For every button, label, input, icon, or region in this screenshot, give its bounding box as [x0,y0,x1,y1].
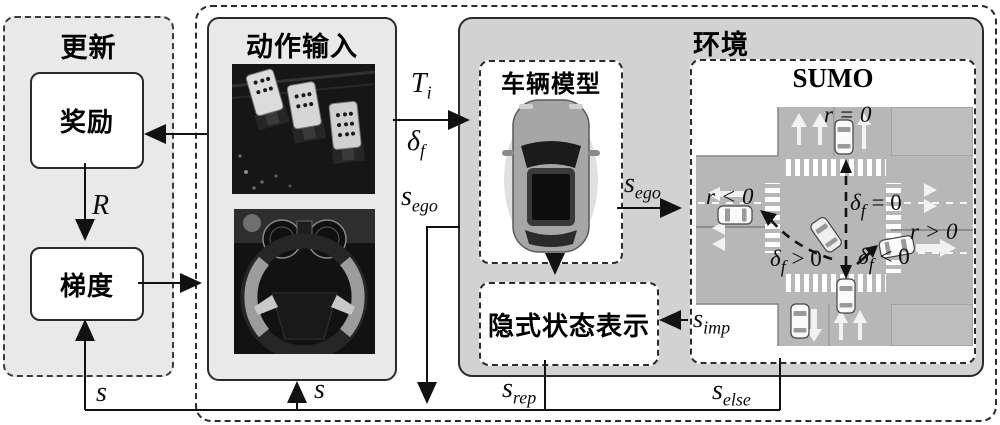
action-input-title: 动作输入 [209,25,395,64]
vehicle-model-title: 车辆模型 [481,64,621,99]
car-top-view-image [499,98,603,256]
reward-label: 奖励 [60,102,114,139]
delta-positive-label: δf > 0 [770,247,822,270]
crosswalk-south [782,274,886,292]
delta-zero-label: δf = 0 [850,191,902,214]
s-else-label: selse [712,377,751,405]
crosswalk-north [782,159,886,176]
r-return-label: R [92,192,109,220]
s-state-label-action: s [314,376,325,404]
s-rep-label: srep [502,375,536,403]
reward-negative-label: r < 0 [706,185,753,208]
reward-positive-label: r > 0 [910,220,957,243]
update-title: 更新 [5,26,172,65]
pedals-image [232,64,375,194]
s-ego-label-right: sego [624,170,661,198]
update-panel: 更新 奖励 梯度 [3,16,174,377]
sumo-title: SUMO [692,63,974,94]
implicit-state-title: 隐式状态表示 [488,306,650,343]
gradient-box: 梯度 [30,247,144,321]
delta-f-steer-label: δf [407,128,425,156]
delta-negative-label: δf < 0 [858,245,910,268]
vehicle-model-box: 车辆模型 [479,60,623,264]
implicit-state-box: 隐式状态表示 [479,282,659,366]
reward-zero-label: r = 0 [824,103,871,126]
environment-title: 环境 [460,23,982,62]
reward-box: 奖励 [30,72,144,169]
action-input-panel: 动作输入 [207,17,397,381]
s-ego-label-left: sego [401,183,438,211]
s-imp-label: simp [693,306,730,332]
gradient-label: 梯度 [60,266,114,303]
steering-wheel-image [234,209,375,354]
s-state-label-update: s [96,379,107,407]
ti-torque-label: Ti [411,70,432,98]
